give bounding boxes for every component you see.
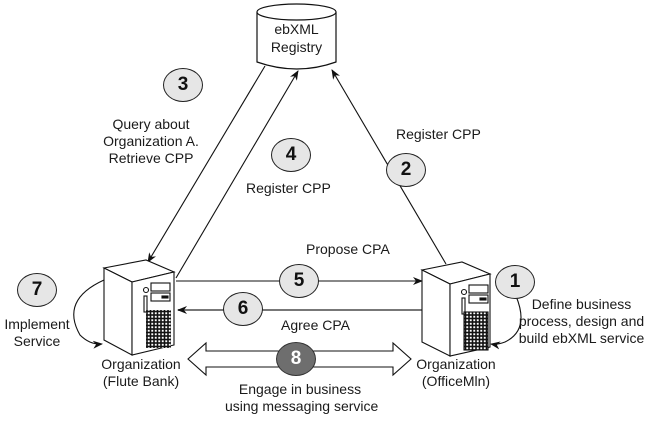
query-arrow [147,65,266,263]
step-6-label: Agree CPA [281,317,350,333]
step-3-line: Organization A. [103,133,199,149]
step-badge-2: 2 [386,153,426,187]
step-badge-7: 7 [17,273,57,307]
step-badge-4: 4 [271,138,311,172]
step-3-line: Query about [112,116,190,132]
step-badge-5: 5 [279,264,319,298]
step-5-label: Propose CPA [306,241,390,257]
step-1-line: process, design and [518,313,645,329]
org-right-subtitle: (OfficeMln) [421,373,491,389]
server-officemln-icon [420,261,492,357]
step-badge-8: 8 [276,342,316,376]
registry-label-line1: ebXML [274,21,319,37]
registry-label-line2: Registry [270,39,323,55]
step-badge-3: 3 [163,68,203,102]
register-cpp-left-arrow [175,70,299,279]
step-7-line: Service [13,333,61,349]
step-2-label: Register CPP [396,126,481,142]
step-8-line: Engage in business [238,381,362,397]
implement-service-arrow [73,279,105,349]
step-7-label: Implement Service [0,316,74,350]
step-7-line: Implement [4,316,70,332]
registry-label: ebXML Registry [257,20,336,56]
server-flute-bank-icon [102,259,176,356]
step-1-label: Define business process, design and buil… [494,296,669,347]
step-8-line: using messaging service [225,398,379,414]
step-3-label: Query about Organization A. Retrieve CPP [96,116,206,167]
org-left-name: Organization [101,356,181,372]
step-1-line: build ebXML service [518,330,645,346]
step-badge-6: 6 [223,292,263,326]
step-3-line: Retrieve CPP [108,150,194,166]
registry-database-icon [256,3,337,70]
organization-left-label: Organization (Flute Bank) [96,356,186,390]
organization-right-label: Organization (OfficeMln) [411,356,501,390]
step-4-label: Register CPP [246,180,331,196]
step-badge-1: 1 [495,265,535,299]
org-right-name: Organization [416,356,496,372]
define-business-arrow [490,295,522,350]
step-8-label: Engage in business using messaging servi… [225,381,379,415]
org-left-subtitle: (Flute Bank) [102,373,180,389]
step-1-line: Define business [531,296,632,312]
